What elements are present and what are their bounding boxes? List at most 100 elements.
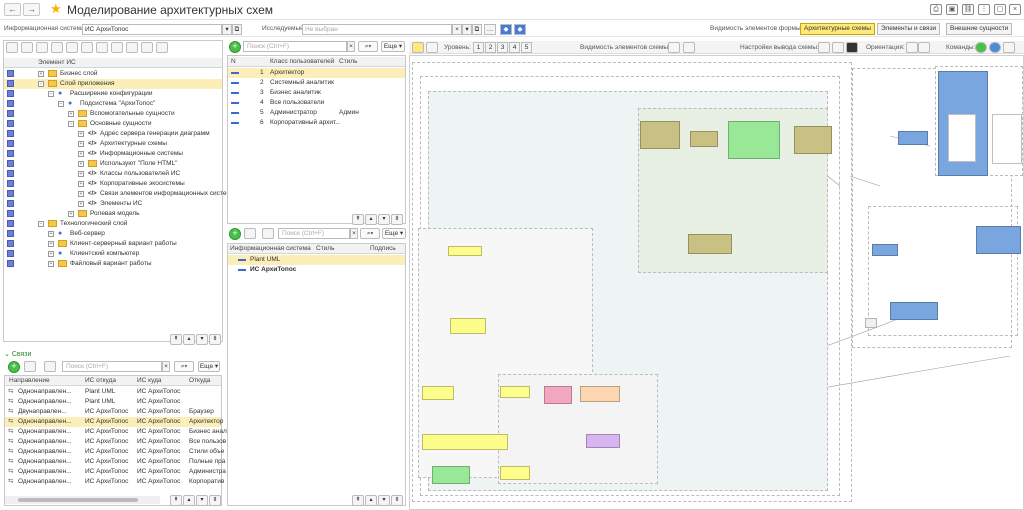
refresh-icon[interactable] (44, 361, 56, 372)
diagram-node[interactable] (500, 466, 530, 480)
expand-toggle-icon[interactable]: + (78, 141, 84, 147)
forward-arrow-icon[interactable]: → (23, 3, 40, 16)
clear-icon[interactable]: × (350, 228, 358, 239)
expand-toggle-icon[interactable]: + (78, 191, 84, 197)
scroll-up-icon[interactable]: ▴ (183, 334, 195, 345)
users-search-input[interactable]: Поиск (Ctrl+F) (243, 41, 347, 52)
navigate-icon[interactable]: ◆ (514, 24, 526, 35)
refresh-diagram-icon[interactable] (412, 42, 424, 53)
expand-toggle-icon[interactable]: + (78, 161, 84, 167)
diagram-node[interactable] (422, 386, 454, 400)
tree-row[interactable]: +Вспомогательные сущности (4, 109, 222, 119)
links-more-button[interactable]: Еще ▾ (198, 361, 220, 372)
show-nodes-icon[interactable] (683, 42, 695, 53)
tree-row[interactable]: +</>Корпоративные экосистемы (4, 179, 222, 189)
tag-icon[interactable] (846, 42, 858, 53)
tree-row[interactable]: +●Клиентский компьютер (4, 249, 222, 259)
tree-tool-icon[interactable] (36, 42, 48, 53)
diagram-node[interactable] (450, 318, 486, 334)
print-icon[interactable]: ⎙ (930, 4, 942, 15)
select-button[interactable]: … (484, 24, 496, 35)
level-button[interactable]: 5 (521, 42, 532, 53)
expand-toggle-icon[interactable]: + (48, 241, 54, 247)
tree-tool-icon[interactable] (21, 42, 33, 53)
pie-icon[interactable] (818, 42, 830, 53)
diagram-canvas[interactable] (409, 55, 1024, 510)
checkbox[interactable] (7, 240, 14, 247)
add-user-class-button[interactable]: + (229, 41, 241, 53)
zoom-icon[interactable] (426, 42, 438, 53)
tree-row[interactable]: +Используют "Поле HTML" (4, 159, 222, 169)
checkbox[interactable] (7, 80, 14, 87)
search-icon[interactable]: ⌕▾ (358, 41, 378, 52)
tree-row[interactable]: +</>Адрес сервера генерации диаграмм (4, 129, 222, 139)
clear-icon[interactable]: × (452, 24, 462, 35)
expand-toggle-icon[interactable]: + (78, 171, 84, 177)
tree-tool-icon[interactable] (66, 42, 78, 53)
checkbox[interactable] (7, 120, 14, 127)
navigate-icon[interactable]: ◆ (500, 24, 512, 35)
clear-icon[interactable]: × (347, 41, 355, 52)
checkbox[interactable] (7, 180, 14, 187)
system-tool-icon[interactable] (262, 228, 274, 239)
diagram-node[interactable] (640, 121, 680, 149)
show-users-icon[interactable] (668, 42, 680, 53)
diagram-node[interactable] (992, 114, 1022, 164)
open-icon[interactable]: ⧉ (232, 24, 242, 35)
tree-row[interactable]: −Технологический слой (4, 219, 222, 229)
checkbox[interactable] (7, 170, 14, 177)
checkbox[interactable] (7, 100, 14, 107)
checkbox[interactable] (7, 220, 14, 227)
tree-tool-icon[interactable] (126, 42, 138, 53)
diagram-node[interactable] (865, 318, 877, 328)
tree-tool-icon[interactable] (141, 42, 153, 53)
checkbox[interactable] (7, 200, 14, 207)
tab-arch-schemes[interactable]: Архитектурные схемы (800, 23, 875, 35)
tree-row[interactable]: +Бизнес слой (4, 69, 222, 79)
link-icon[interactable]: ⛓ (962, 4, 974, 15)
diagram-node[interactable] (688, 234, 732, 254)
systems-more-button[interactable]: Еще ▾ (382, 228, 406, 239)
diagram-node[interactable] (890, 302, 938, 320)
scroll-down-icon[interactable]: ▾ (196, 334, 208, 345)
checkbox[interactable] (7, 160, 14, 167)
diagram-node[interactable] (948, 114, 976, 162)
close-icon[interactable]: × (1009, 4, 1021, 15)
diagram-node[interactable] (544, 386, 572, 404)
expand-toggle-icon[interactable]: − (38, 81, 44, 87)
info-system-field[interactable]: ИС АрхиТопос (82, 24, 222, 35)
expand-toggle-icon[interactable]: + (78, 151, 84, 157)
expand-toggle-icon[interactable]: + (48, 251, 54, 257)
scroll-up-icon[interactable]: ▴ (183, 495, 195, 506)
expand-toggle-icon[interactable]: + (78, 131, 84, 137)
tree-row[interactable]: −●Подсистема "АрхиТопос" (4, 99, 222, 109)
checkbox[interactable] (7, 70, 14, 77)
checkbox[interactable] (7, 140, 14, 147)
level-button[interactable]: 4 (509, 42, 520, 53)
level-button[interactable]: 1 (473, 42, 484, 53)
tree-row[interactable]: +</>Элементы ИС (4, 199, 222, 209)
systems-search-input[interactable]: Поиск (Ctrl+F) (278, 228, 350, 239)
checkbox[interactable] (7, 90, 14, 97)
diagram-node[interactable] (976, 226, 1021, 254)
expand-toggle-icon[interactable]: + (38, 71, 44, 77)
tree-tool-icon[interactable] (81, 42, 93, 53)
tree-tool-icon[interactable] (111, 42, 123, 53)
checkbox[interactable] (7, 250, 14, 257)
add-link-button[interactable]: + (8, 361, 20, 373)
scroll-up-icon[interactable]: ▴ (365, 214, 377, 225)
tab-elements-links[interactable]: Элементы и связи (877, 23, 941, 35)
color-icon[interactable] (832, 42, 844, 53)
scroll-top-icon[interactable]: ⇞ (170, 334, 182, 345)
tree-row[interactable]: +Клиент-серверный вариант работы (4, 239, 222, 249)
scroll-top-icon[interactable]: ⇞ (170, 495, 182, 506)
level-button[interactable]: 3 (497, 42, 508, 53)
diagram-node[interactable] (432, 466, 470, 484)
clear-icon[interactable]: × (162, 361, 170, 372)
copy-icon[interactable] (24, 361, 36, 372)
